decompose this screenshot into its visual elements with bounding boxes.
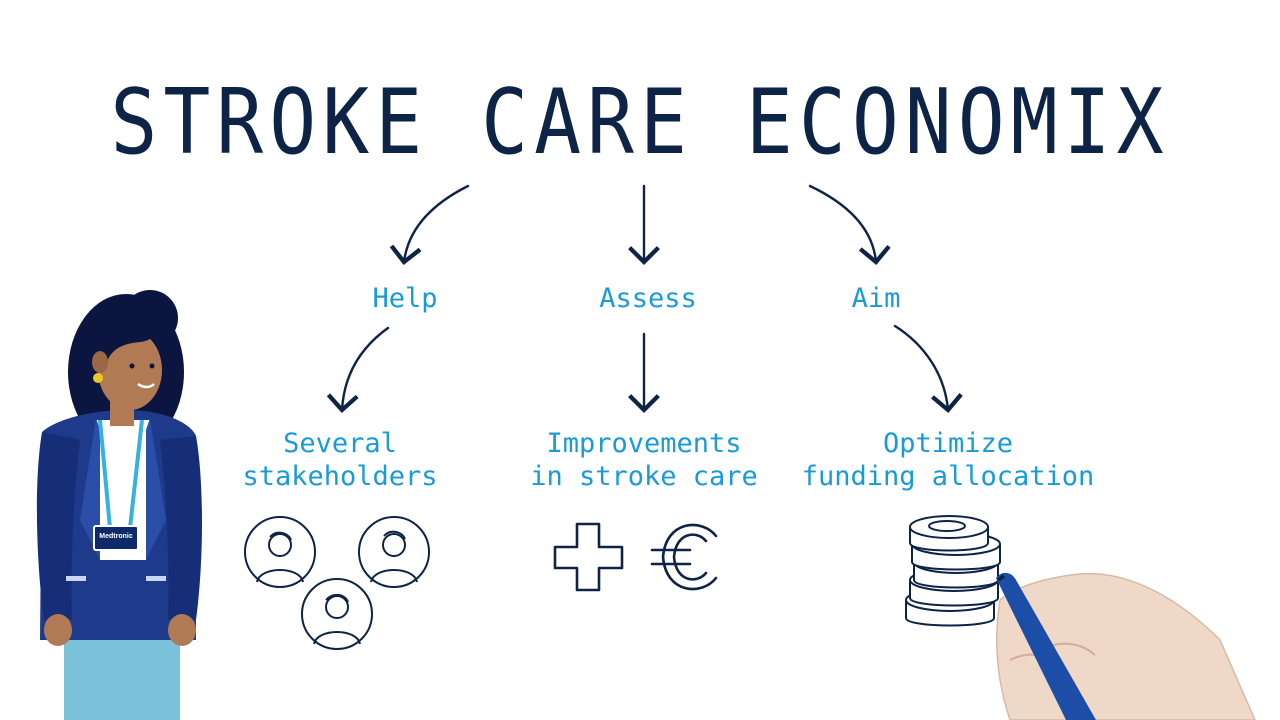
drawing-hand-illustration xyxy=(996,572,1256,720)
arrow-to-aim xyxy=(808,184,891,266)
label-improvements: Improvements in stroke care xyxy=(530,428,758,492)
medical-cross-icon xyxy=(553,522,624,592)
badge-label: Medtronic xyxy=(99,533,133,540)
person-circle-icon xyxy=(358,516,430,588)
marker-icon xyxy=(996,572,1096,720)
label-stakeholders: Several stakeholders xyxy=(242,428,438,492)
woman-illustration xyxy=(36,290,202,720)
label-funding: Optimize funding allocation xyxy=(801,428,1095,492)
person-circle-icon xyxy=(244,516,316,588)
page-title: STROKE CARE ECONOMIX xyxy=(110,71,1170,175)
arrow-to-stakeholders xyxy=(326,326,390,414)
arrow-to-help xyxy=(389,184,470,266)
label-assess: Assess xyxy=(599,283,697,314)
label-help: Help xyxy=(372,283,438,314)
stakeholders-icon xyxy=(244,516,430,650)
person-circle-icon xyxy=(301,578,373,650)
arrow-to-funding xyxy=(893,324,963,414)
label-aim: Aim xyxy=(851,283,901,314)
coin-stack-icon xyxy=(905,515,1001,627)
euro-icon xyxy=(650,523,718,591)
